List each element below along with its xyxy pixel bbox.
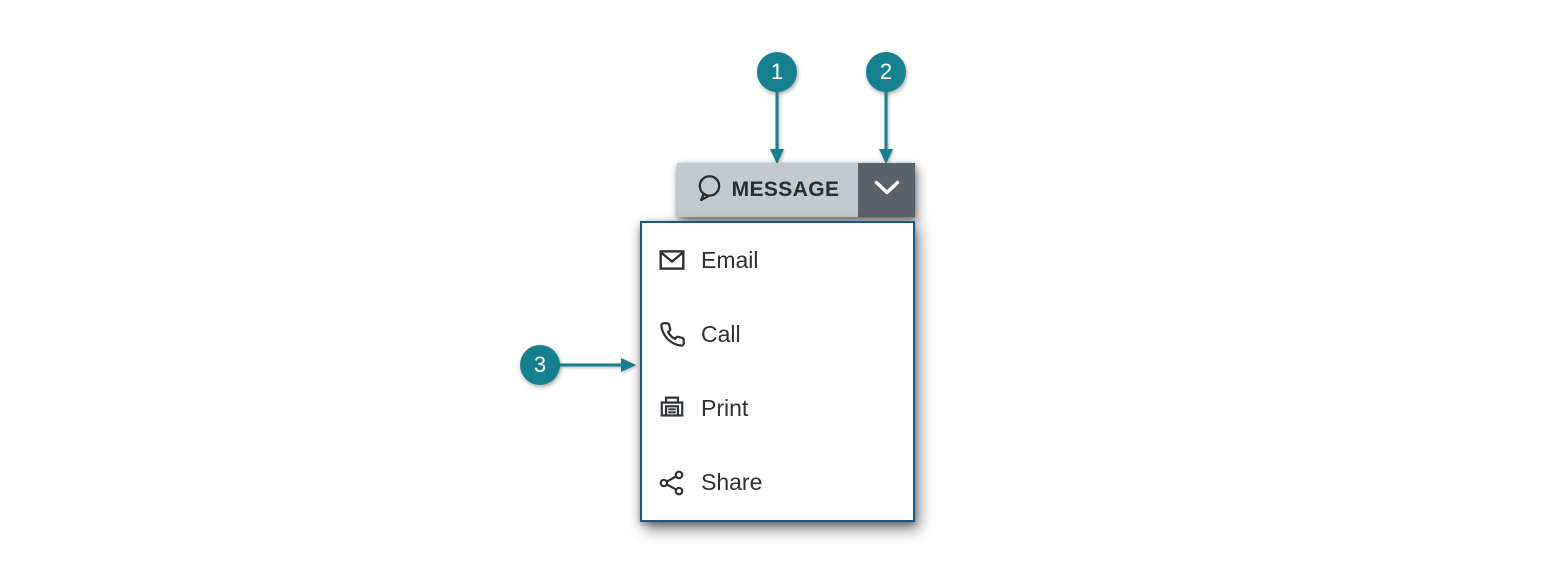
callout-2-badge: 2 [866,52,906,92]
speech-bubble-icon [696,174,723,206]
message-dropdown-arrow-button[interactable] [858,163,915,217]
message-dropdown-menu: Email Call Print [640,221,915,522]
share-icon [658,469,686,497]
callout-1-arrow [770,91,784,164]
callout-1-badge: 1 [757,52,797,92]
menu-item-label: Print [701,395,749,422]
menu-item-print[interactable]: Print [642,372,913,446]
menu-item-share[interactable]: Share [642,446,913,520]
menu-item-label: Share [701,469,763,496]
phone-icon [658,321,686,348]
menu-item-label: Call [701,320,741,347]
message-button-label: MESSAGE [731,178,840,201]
printer-icon [658,395,686,423]
callout-3-number: 3 [533,352,547,377]
callout-2-arrow [879,91,893,164]
message-split-button: MESSAGE [677,163,915,217]
menu-item-label: Email [701,246,759,273]
menu-item-email[interactable]: Email [642,223,913,297]
callout-2-number: 2 [879,59,893,84]
menu-item-call[interactable]: Call [642,297,913,371]
callout-1-number: 1 [770,59,784,84]
callout-3-badge: 3 [520,345,560,385]
callout-3-arrow [557,358,636,372]
chevron-down-icon [874,180,900,201]
envelope-icon [658,246,686,274]
message-button[interactable]: MESSAGE [677,163,858,217]
